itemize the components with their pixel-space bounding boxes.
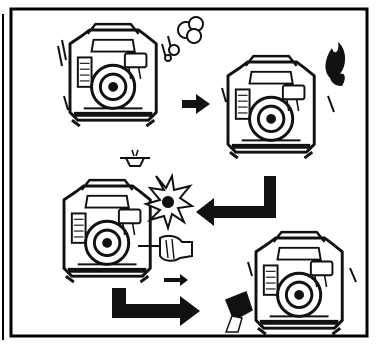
flame-icon (325, 42, 346, 86)
panel-4-generator-service (224, 232, 357, 334)
arrow-down-right (112, 288, 200, 326)
panel-2-generator-flame (221, 42, 346, 158)
hand-icon (138, 234, 193, 262)
wrench-icon (224, 291, 253, 333)
arrow-right-1 (182, 94, 210, 114)
vibration-lines-left (57, 39, 69, 111)
arrow-down-left (196, 176, 276, 226)
spark-burst-icon (143, 172, 195, 232)
panel-1-generator-vibrating (57, 16, 204, 126)
smoke-puff-icon (164, 16, 204, 62)
vibration-lines-panel-2 (221, 87, 335, 113)
panel-3-generator-spark (64, 149, 195, 286)
oil-tray-icon (120, 157, 150, 167)
pull-direction-arrow (164, 274, 188, 286)
vibration-lines-panel-4 (247, 261, 357, 283)
